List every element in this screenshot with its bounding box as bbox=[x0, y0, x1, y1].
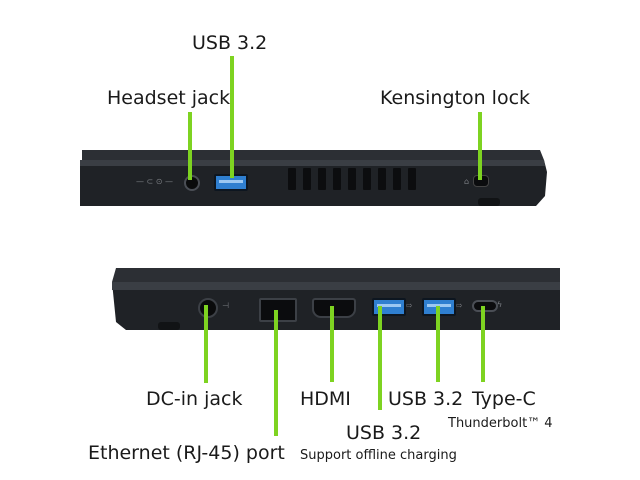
usb-b-label: USB 3.2 bbox=[388, 388, 464, 410]
usb-a-leader-line bbox=[378, 306, 382, 410]
dc-in-label: DC-in jack bbox=[146, 388, 243, 410]
usb-c-port-icon bbox=[472, 300, 498, 312]
headset-leader-line bbox=[188, 112, 192, 180]
port-icon-marks: — ⊂ ⊙ — bbox=[136, 177, 174, 186]
laptop-left-side-body bbox=[80, 150, 547, 206]
headset-jack-label: Headset jack bbox=[107, 87, 231, 109]
usb-mark: ⇨ bbox=[456, 301, 463, 310]
usb-b-leader-line bbox=[436, 306, 440, 382]
kensington-lock-label: Kensington lock bbox=[380, 87, 531, 109]
dc-in-port-icon bbox=[198, 298, 218, 318]
ethernet-port-icon bbox=[259, 298, 297, 322]
kensington-leader-line bbox=[478, 112, 482, 180]
usb-leader-line bbox=[230, 56, 234, 178]
dc-in-mark: ⊣ bbox=[222, 301, 229, 310]
usb-a-sublabel: Support offline charging bbox=[300, 448, 457, 463]
thunderbolt-mark: ϟ bbox=[497, 300, 503, 309]
usb-mark: ⇨ bbox=[406, 301, 413, 310]
laptop-left-side-view: — ⊂ ⊙ — ⌂ USB 3.2 Headset jack Kensingto… bbox=[0, 0, 640, 230]
hdmi-label: HDMI bbox=[300, 388, 351, 410]
lock-icon-mark: ⌂ bbox=[464, 177, 470, 186]
dc-in-leader-line bbox=[204, 305, 208, 383]
typec-label: Type-C bbox=[472, 388, 536, 410]
ethernet-label: Ethernet (RJ-45) port bbox=[88, 442, 285, 464]
hdmi-leader-line bbox=[330, 306, 334, 382]
usb-label: USB 3.2 bbox=[192, 32, 268, 54]
hdmi-port-icon bbox=[312, 298, 356, 318]
typec-leader-line bbox=[481, 306, 485, 382]
usb-a-label: USB 3.2 bbox=[346, 422, 422, 444]
ethernet-leader-line bbox=[274, 310, 278, 436]
typec-sublabel: Thunderbolt™ 4 bbox=[448, 416, 553, 431]
